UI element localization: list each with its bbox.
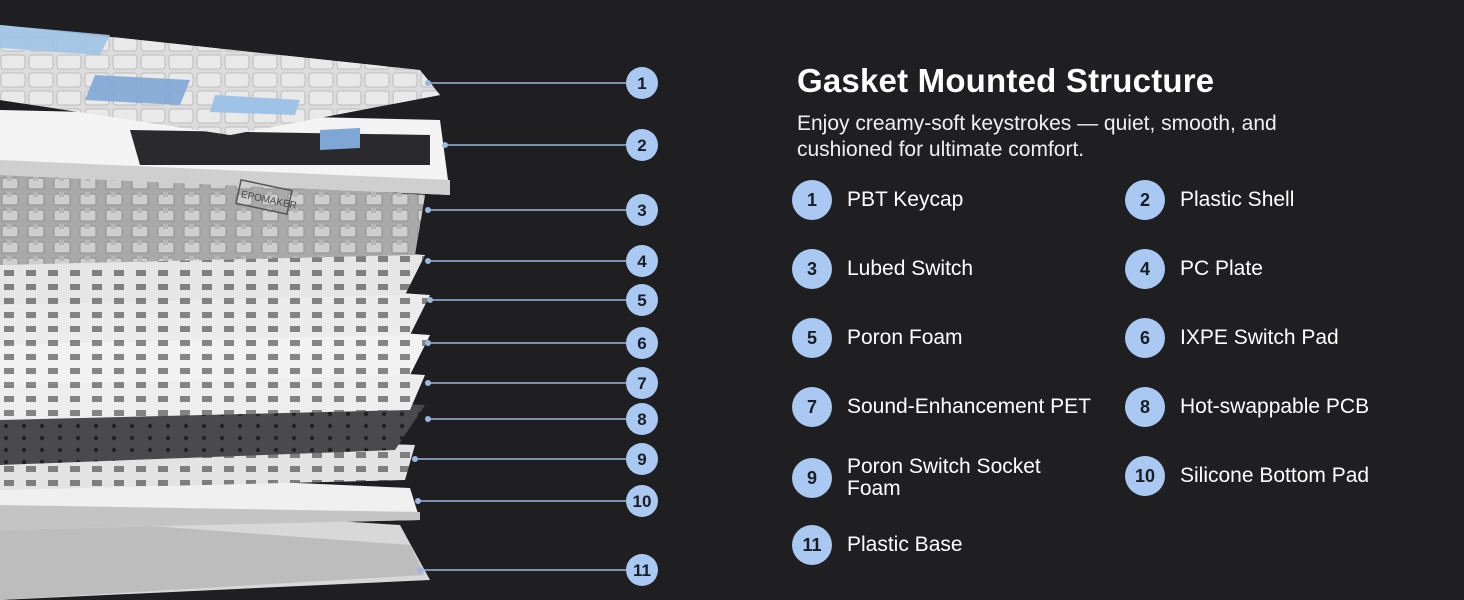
- callout-dot: [427, 297, 433, 303]
- legend-badge: 5: [792, 318, 832, 358]
- legend-item-3: 3 Lubed Switch: [792, 249, 1117, 289]
- legend-item-7: 7 Sound-Enhancement PET: [792, 387, 1117, 427]
- page-subtitle: Enjoy creamy-soft keystrokes — quiet, sm…: [797, 112, 1277, 161]
- legend-label: Poron Foam: [847, 326, 963, 349]
- legend-badge: 6: [1125, 318, 1165, 358]
- legend-item-8: 8 Hot-swappable PCB: [1125, 387, 1450, 427]
- legend-label: Plastic Base: [847, 533, 963, 556]
- legend-item-9: 9 Poron Switch Socket Foam: [792, 456, 1077, 500]
- callout-dot: [425, 258, 431, 264]
- callout-number: 3: [637, 201, 646, 220]
- legend-item-1: 1 PBT Keycap: [792, 180, 1117, 220]
- callout-badge: [626, 554, 658, 586]
- callout-badge: [626, 403, 658, 435]
- legend-item-4: 4 PC Plate: [1125, 249, 1450, 289]
- callout-badge: [626, 194, 658, 226]
- callout-badge: [626, 129, 658, 161]
- legend-item-6: 6 IXPE Switch Pad: [1125, 318, 1450, 358]
- legend-label: Silicone Bottom Pad: [1180, 464, 1370, 487]
- callout-badge: [626, 245, 658, 277]
- callout-badge: [626, 67, 658, 99]
- legend-badge: 3: [792, 249, 832, 289]
- legend-label: Sound-Enhancement PET: [847, 395, 1091, 418]
- legend-label: Lubed Switch: [847, 257, 974, 280]
- callout-dot: [412, 456, 418, 462]
- callout-number: 9: [637, 450, 646, 469]
- callout-number: 10: [633, 492, 652, 511]
- legend-badge: 4: [1125, 249, 1165, 289]
- callout-dot: [425, 380, 431, 386]
- callout-badge: [626, 443, 658, 475]
- callout-dot: [415, 498, 421, 504]
- legend-badge: 10: [1125, 456, 1165, 496]
- callout-dot: [417, 567, 423, 573]
- callout-dot: [425, 207, 431, 213]
- legend-label: Hot-swappable PCB: [1180, 395, 1370, 418]
- callout-number: 1: [637, 74, 646, 93]
- callout-number: 5: [637, 291, 646, 310]
- callout-badge: [626, 485, 658, 517]
- legend-badge: 9: [792, 458, 832, 498]
- legend-badge: 8: [1125, 387, 1165, 427]
- legend-label: PBT Keycap: [847, 188, 964, 211]
- callout-dot: [425, 416, 431, 422]
- legend-label: PC Plate: [1180, 257, 1263, 280]
- callout-number: 2: [637, 136, 646, 155]
- callout-badge: [626, 367, 658, 399]
- callouts: 1 2 3 4 5 6 7 8 9 10 11: [412, 67, 658, 586]
- page-title: Gasket Mounted Structure: [797, 62, 1215, 99]
- callout-badge: [626, 327, 658, 359]
- callout-number: 6: [637, 334, 646, 353]
- legend-item-2: 2 Plastic Shell: [1125, 180, 1450, 220]
- callout-dot: [425, 340, 431, 346]
- legend-label: Poron Switch Socket Foam: [847, 455, 1041, 500]
- switches-layer: [0, 165, 425, 265]
- callout-badge: [626, 284, 658, 316]
- legend-item-10: 10 Silicone Bottom Pad: [1125, 456, 1450, 496]
- legend-label: IXPE Switch Pad: [1180, 326, 1339, 349]
- legend-item-11: 11 Plastic Base: [792, 525, 1117, 565]
- callout-number: 8: [637, 410, 646, 429]
- callout-number: 7: [637, 374, 646, 393]
- legend-badge: 11: [792, 525, 832, 565]
- keycaps-layer: [0, 25, 440, 150]
- callout-number: 4: [637, 252, 647, 271]
- callout-dot: [425, 80, 431, 86]
- legend-badge: 1: [792, 180, 832, 220]
- callout-number: 11: [633, 561, 651, 580]
- legend-badge: 2: [1125, 180, 1165, 220]
- legend-item-5: 5 Poron Foam: [792, 318, 1117, 358]
- callout-dot: [442, 142, 448, 148]
- legend-badge: 7: [792, 387, 832, 427]
- legend-label: Plastic Shell: [1180, 188, 1295, 211]
